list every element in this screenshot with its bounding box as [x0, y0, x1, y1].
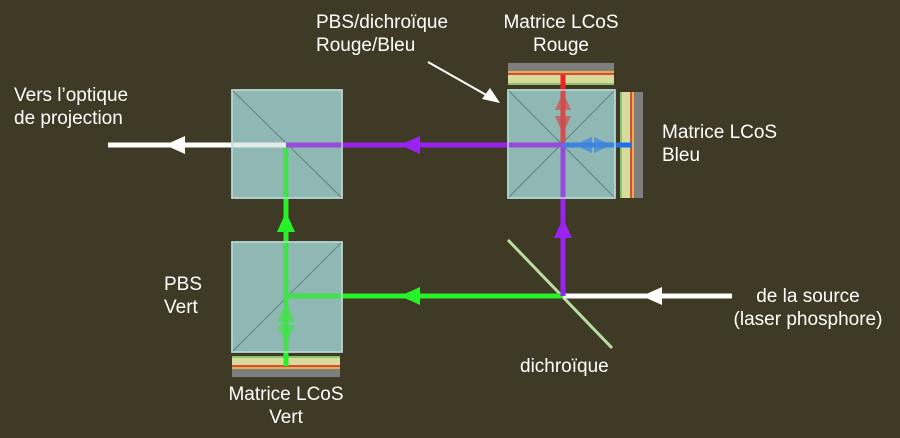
arrow-purple-left [400, 136, 420, 154]
arrow-green-up-1 [277, 212, 295, 232]
source-label: de la source (laser phosphore) [716, 285, 900, 331]
output-label-line1: Vers l’optique [14, 85, 129, 106]
output-label-line2: de projection [14, 108, 123, 129]
output-label: Vers l’optique de projection [14, 84, 128, 130]
arrow-purple-up [554, 218, 572, 238]
pbs-green-label-line2: Vert [164, 297, 198, 318]
label-pointer-line [427, 61, 489, 97]
pbs-green-label-line1: PBS [164, 274, 203, 295]
arrow-green-horizontal [400, 287, 420, 305]
lcos-green-label-line1: Matrice LCoS [228, 384, 344, 405]
arrow-white-output [165, 136, 185, 154]
arrow-green-up-2 [277, 303, 295, 322]
lcos-red-label-line1: Matrice LCoS [503, 12, 619, 33]
lcos-red-label-line2: Rouge [533, 35, 589, 56]
pbs-dichroic-label: PBS/dichroïque Rouge/Bleu [316, 11, 448, 57]
pbs-green-label: PBS Vert [164, 273, 202, 319]
lcos-blue-label-line1: Matrice LCoS [662, 122, 778, 143]
dichroic-label: dichroïque [520, 356, 609, 377]
lcos-red-label: Matrice LCoS Rouge [496, 11, 626, 57]
lcos-blue-label-line2: Bleu [662, 145, 701, 166]
source-label-line2: (laser phosphore) [733, 309, 883, 330]
lcos-green-label: Matrice LCoS Vert [211, 383, 361, 429]
lcos-green-label-line2: Vert [269, 407, 303, 428]
pbs-dichroic-label-line2: Rouge/Bleu [316, 35, 416, 56]
source-label-line1: de la source [756, 286, 860, 307]
arrow-green-down [277, 325, 295, 344]
label-pointer-arrow [482, 88, 500, 103]
lcos-blue-label: Matrice LCoS Bleu [662, 121, 777, 167]
arrow-blue-left [574, 137, 592, 153]
arrow-blue-right [594, 137, 612, 153]
arrow-red-down [555, 116, 571, 134]
arrow-red-up [555, 92, 571, 110]
arrow-white-input [642, 287, 662, 305]
pbs-dichroic-label-line1: PBS/dichroïque [316, 12, 449, 33]
